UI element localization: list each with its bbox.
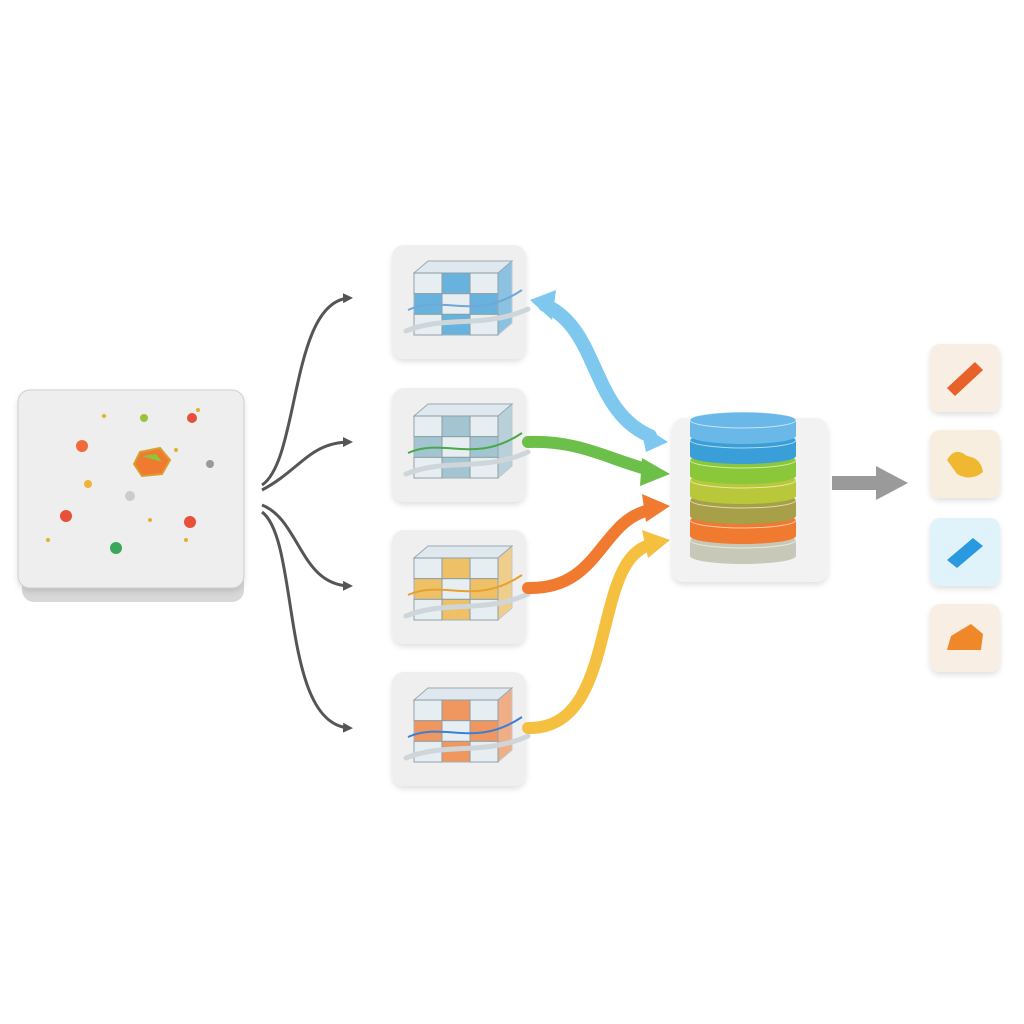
cube-module-icon <box>403 544 531 622</box>
gray-arrow-right-icon <box>832 466 908 500</box>
scatter-speck <box>174 448 178 452</box>
scatter-dot <box>184 516 196 528</box>
stack-layer-bottom <box>690 508 796 524</box>
scatter-dot <box>125 491 135 501</box>
output-arrow-head <box>876 466 908 500</box>
stack-layer-bottom <box>690 548 796 564</box>
scatter-speck <box>46 538 50 542</box>
cube-cell <box>441 436 471 458</box>
cube-cell <box>469 272 499 295</box>
cube-cell <box>441 415 471 438</box>
stack-layer-bottom <box>690 448 796 464</box>
cube-module-icon <box>403 259 531 337</box>
cube-cell <box>441 578 471 600</box>
output-tile <box>930 344 1000 412</box>
cube-module <box>392 388 531 502</box>
branch-arrow-2 <box>261 437 353 492</box>
orange-arrow-head <box>642 494 670 522</box>
cube-flow-line <box>407 289 523 311</box>
blue-arrow <box>538 298 657 443</box>
orange-bar-icon <box>947 362 983 396</box>
cube-base-band <box>403 591 531 619</box>
cube-top-face <box>412 403 514 417</box>
incoming-arrows <box>522 290 670 735</box>
cube-cell <box>413 699 443 722</box>
blue-arrow-head <box>640 424 668 452</box>
cube-modules <box>392 245 531 786</box>
cube-cell <box>413 415 443 438</box>
cube-top-face <box>412 260 514 274</box>
source-panel <box>17 389 245 602</box>
blue-bar-icon <box>947 538 983 568</box>
scatter-dot <box>84 480 92 488</box>
scatter-speck <box>196 408 200 412</box>
cube-cell <box>441 272 471 295</box>
cube-module <box>392 245 531 359</box>
scatter-dot <box>110 542 122 554</box>
scatter-speck <box>184 538 188 542</box>
cube-cell <box>469 415 499 438</box>
green-arrow-head <box>640 458 670 486</box>
scatter-dot <box>206 460 214 468</box>
cube-cell <box>413 557 443 580</box>
scatter-plate-icon <box>46 408 214 554</box>
scatter-dot <box>187 413 197 423</box>
output-tile <box>930 518 1000 586</box>
branch-arrows <box>261 293 353 733</box>
cube-base-band <box>403 733 531 761</box>
cube-cell <box>441 293 471 315</box>
stack-layer-bottom <box>690 488 796 504</box>
branch-arrow-4 <box>261 510 353 733</box>
orange-arrow <box>522 504 656 595</box>
cube-cell <box>469 557 499 580</box>
cube-module-icon <box>403 402 531 480</box>
scatter-dot <box>140 414 148 422</box>
output-tile <box>930 430 1000 498</box>
stack-layer <box>689 411 797 444</box>
cube-cell <box>441 699 471 722</box>
cube-cell <box>469 699 499 722</box>
yellow-arrow-head <box>642 530 670 558</box>
stack-layer-bottom <box>690 428 796 444</box>
scatter-dot <box>76 440 88 452</box>
output-arrow-shaft <box>832 476 880 490</box>
stack-layer-bottom <box>690 528 796 544</box>
yellow-arrow <box>522 539 656 735</box>
cube-flow-line <box>407 432 523 454</box>
cube-module <box>392 672 531 786</box>
layer-stack <box>672 411 828 582</box>
cube-cell <box>441 557 471 580</box>
branch-arrow-3 <box>261 503 353 591</box>
orange-wedge-icon <box>947 624 983 650</box>
hexagon-cluster-icon <box>132 446 172 478</box>
branch-arrow-1 <box>261 293 353 487</box>
cube-top-face <box>412 687 514 701</box>
source-panel-surface <box>17 389 245 589</box>
output-tiles <box>930 344 1000 672</box>
output-tile <box>930 604 1000 672</box>
blue-arrow-tail <box>530 290 556 320</box>
cube-top-face <box>412 545 514 559</box>
cube-cell <box>413 272 443 295</box>
hexagon-cluster-accent <box>142 454 162 462</box>
scatter-speck <box>102 414 106 418</box>
green-arrow <box>522 435 656 476</box>
cube-base-band <box>403 306 531 334</box>
yellow-shape-icon <box>947 451 983 478</box>
cube-flow-line <box>407 574 523 596</box>
scatter-speck <box>148 518 152 522</box>
cube-flow-line <box>407 716 523 738</box>
stack-layer-top <box>689 411 797 429</box>
cube-module-icon <box>403 686 531 764</box>
stack-layer-bottom <box>690 468 796 484</box>
layer-stack-icon <box>689 411 797 564</box>
cube-cell <box>441 720 471 742</box>
scatter-dot <box>60 510 72 522</box>
cube-module <box>392 530 531 644</box>
cube-base-band <box>403 449 531 477</box>
